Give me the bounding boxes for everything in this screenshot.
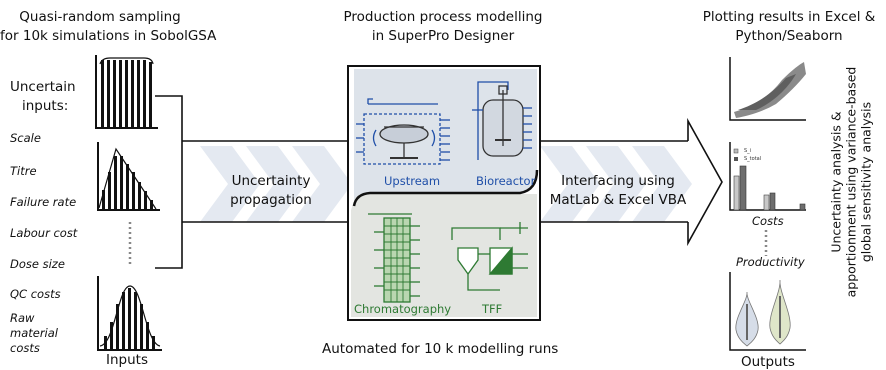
center-heading: Production process modelling in SuperPro…	[328, 8, 558, 46]
flow-chevrons	[200, 146, 692, 222]
right-heading-line-2: Python/Seaborn	[735, 28, 843, 44]
input-bracket	[155, 95, 723, 269]
normal-distribution-plot	[97, 276, 162, 351]
input-qc-costs: QC costs	[10, 287, 61, 301]
upstream-equipment	[356, 98, 450, 165]
uncertainty-propagation-label: Uncertainty propagation	[196, 172, 346, 210]
uncertain-inputs-title: Uncertain inputs:	[10, 78, 76, 116]
triangular-distribution-plot	[97, 142, 160, 211]
bioreactor-label: Bioreactor	[476, 174, 536, 188]
material-line: material	[10, 326, 58, 340]
input-labour-cost: Labour cost	[10, 226, 78, 240]
legend-stotal: S_total	[744, 156, 762, 162]
sensitivity-bar-chart	[729, 142, 806, 211]
scatter-plot	[729, 57, 806, 121]
interfacing-line-1: Interfacing using	[561, 173, 675, 189]
input-titre: Titre	[10, 164, 37, 178]
propagation-line-1: Uncertainty	[231, 173, 311, 189]
automation-footer: Automated for 10 k modelling runs	[322, 341, 559, 357]
propagation-line-2: propagation	[230, 192, 312, 208]
uncertain-inputs-line-1: Uncertain	[10, 79, 76, 95]
bioreactor-equipment	[472, 81, 532, 160]
inputs-footer: Inputs	[106, 352, 148, 368]
center-heading-line-1: Production process modelling	[343, 9, 543, 25]
right-heading-line-1: Plotting results in Excel &	[702, 9, 876, 25]
uncertain-inputs-line-2: inputs:	[22, 98, 69, 114]
input-scale: Scale	[10, 131, 41, 145]
right-heading: Plotting results in Excel & Python/Seabo…	[692, 8, 886, 46]
tff-equipment	[451, 222, 528, 291]
tff-label: TFF	[482, 302, 503, 316]
interfacing-line-2: MatLab & Excel VBA	[549, 192, 687, 208]
left-heading-line-1: Quasi-random sampling	[19, 9, 181, 25]
costs-line: costs	[10, 341, 40, 355]
uniform-distribution-plot	[95, 55, 158, 129]
left-heading: Quasi-random sampling for 10k simulation…	[0, 8, 217, 46]
chromatography-label: Chromatography	[354, 302, 452, 316]
input-dose-size: Dose size	[10, 257, 65, 271]
side-text-line-1: Uncertainty analysis &	[828, 111, 844, 253]
upstream-label: Upstream	[384, 174, 441, 188]
legend-si: S_i	[744, 148, 752, 154]
side-text-line-3: global sensitivity analysis	[858, 101, 874, 263]
side-text-line-2: apportionment using variance-based	[843, 66, 859, 298]
violin-plot	[729, 272, 806, 351]
chromatography-equipment	[368, 213, 420, 303]
left-heading-line-2: for 10k simulations in SobolGSA	[0, 28, 217, 44]
productivity-label: Productivity	[736, 255, 805, 269]
input-raw-material-costs: Raw material costs	[10, 311, 58, 356]
center-heading-line-2: in SuperPro Designer	[371, 28, 515, 44]
raw-line: Raw	[10, 311, 35, 325]
costs-label: Costs	[752, 214, 784, 228]
outputs-footer: Outputs	[741, 354, 795, 370]
input-failure-rate: Failure rate	[10, 195, 77, 209]
interfacing-label: Interfacing using MatLab & Excel VBA	[540, 172, 696, 210]
